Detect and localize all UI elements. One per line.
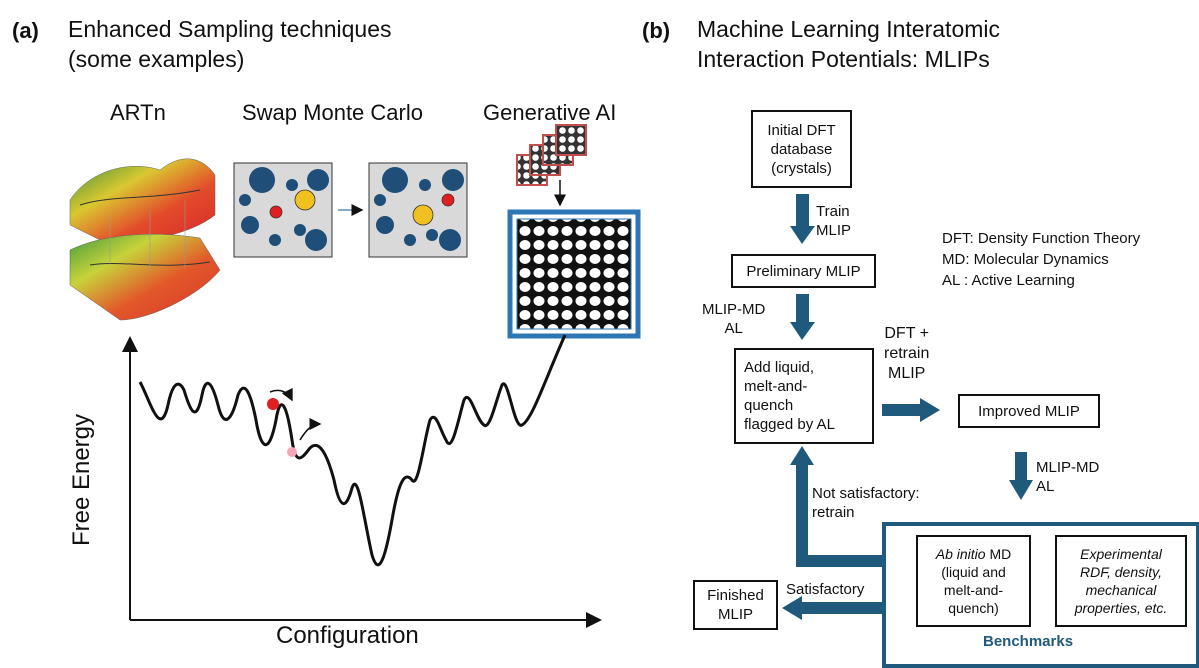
benchmarks-label: Benchmarks — [983, 633, 1074, 650]
satisfactory-label: Satisfactory — [786, 581, 865, 598]
initial-db-line3: (crystals) — [771, 159, 832, 177]
improved-mlip-box: Improved MLIP — [958, 394, 1100, 428]
panel-a-letter: (a) — [12, 18, 39, 43]
swap-mc-before-box — [233, 162, 333, 258]
panel-b-letter: (b) — [642, 18, 671, 43]
panel-b-title: Machine Learning Interatomic Interaction… — [697, 14, 1000, 74]
state-ball-current — [267, 398, 279, 410]
x-axis-label: Configuration — [276, 622, 419, 649]
initial-db-line2: database — [770, 140, 833, 158]
panel-b-title-line2: Interaction Potentials: MLIPs — [697, 46, 990, 72]
panel-a-title-line1: Enhanced Sampling techniques — [68, 16, 392, 42]
legend-md: MD: Molecular Dynamics — [942, 251, 1109, 268]
panel-a-title: Enhanced Sampling techniques (some examp… — [68, 14, 392, 74]
add-liquid-box: Add liquid, melt-and- quench flagged by … — [734, 348, 874, 444]
legend-al: AL : Active Learning — [942, 272, 1075, 289]
swap-mc-after-box — [368, 162, 468, 258]
method-swap-monte-carlo: Swap Monte Carlo — [242, 100, 423, 125]
experimental-box: Experimental RDF, density, mechanical pr… — [1055, 535, 1187, 627]
initial-db-line1: Initial DFT — [767, 121, 836, 139]
artn-energy-surface-illustration — [69, 158, 221, 321]
y-axis-label: Free Energy — [68, 413, 95, 547]
method-generative-ai: Generative AI — [483, 100, 617, 125]
finished-mlip-box: Finished MLIP — [693, 580, 778, 630]
generative-ai-illustration — [507, 124, 641, 339]
preliminary-mlip-box: Preliminary MLIP — [731, 254, 876, 288]
panel-b-title-line1: Machine Learning Interatomic — [697, 16, 1000, 42]
panel-a-title-line2: (some examples) — [68, 46, 245, 72]
flow-arrows — [782, 194, 1033, 620]
legend: DFT: Density Function Theory MD: Molecul… — [942, 228, 1140, 291]
method-artn: ARTn — [110, 100, 166, 125]
legend-dft: DFT: Density Function Theory — [942, 230, 1141, 247]
state-ball-next — [287, 447, 297, 457]
initial-dft-database-box: Initial DFT database (crystals) — [751, 110, 852, 188]
ab-initio-md-box: Ab initio MD (liquid and melt-and- quenc… — [916, 535, 1031, 627]
free-energy-curve — [138, 334, 567, 567]
not-satisfactory-label: Not satisfactory:retrain — [812, 485, 920, 521]
